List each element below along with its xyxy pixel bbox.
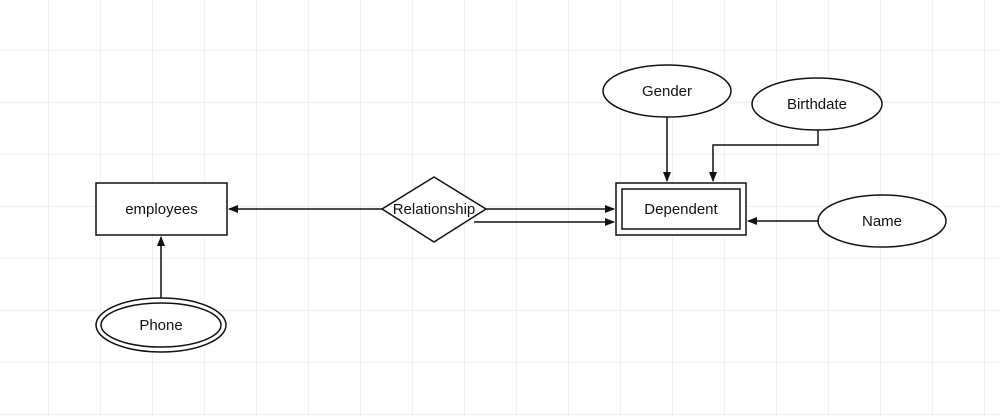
dependent-entity-label: Dependent: [644, 201, 718, 218]
name-attribute-label: Name: [862, 213, 902, 230]
relationship-diamond[interactable]: Relationship: [380, 176, 488, 243]
birthdate-attribute-label: Birthdate: [787, 96, 847, 113]
phone-attribute-inner-ellipse: [100, 302, 222, 348]
relationship-label: Relationship: [393, 201, 476, 218]
birthdate-to-dependent-line: [709, 130, 819, 182]
name-attribute-ellipse: [817, 194, 947, 248]
gender-attribute[interactable]: Gender: [602, 64, 732, 118]
gender-attribute-ellipse: [602, 64, 732, 118]
phone-attribute-label: Phone: [139, 317, 182, 334]
gender-attribute-label: Gender: [642, 83, 692, 100]
relationship-diamond-shape: [380, 176, 488, 243]
connectors: [157, 117, 819, 300]
birthdate-attribute-ellipse: [751, 77, 883, 131]
phone-attribute[interactable]: Phone: [95, 297, 227, 353]
employees-entity-box: [95, 182, 228, 236]
dependent-entity-inner-box: [621, 188, 741, 230]
employees-entity[interactable]: employees: [95, 182, 228, 236]
dependent-weak-entity[interactable]: Dependent: [615, 182, 747, 236]
employees-entity-label: employees: [125, 201, 198, 218]
birthdate-attribute[interactable]: Birthdate: [751, 77, 883, 131]
name-attribute[interactable]: Name: [817, 194, 947, 248]
